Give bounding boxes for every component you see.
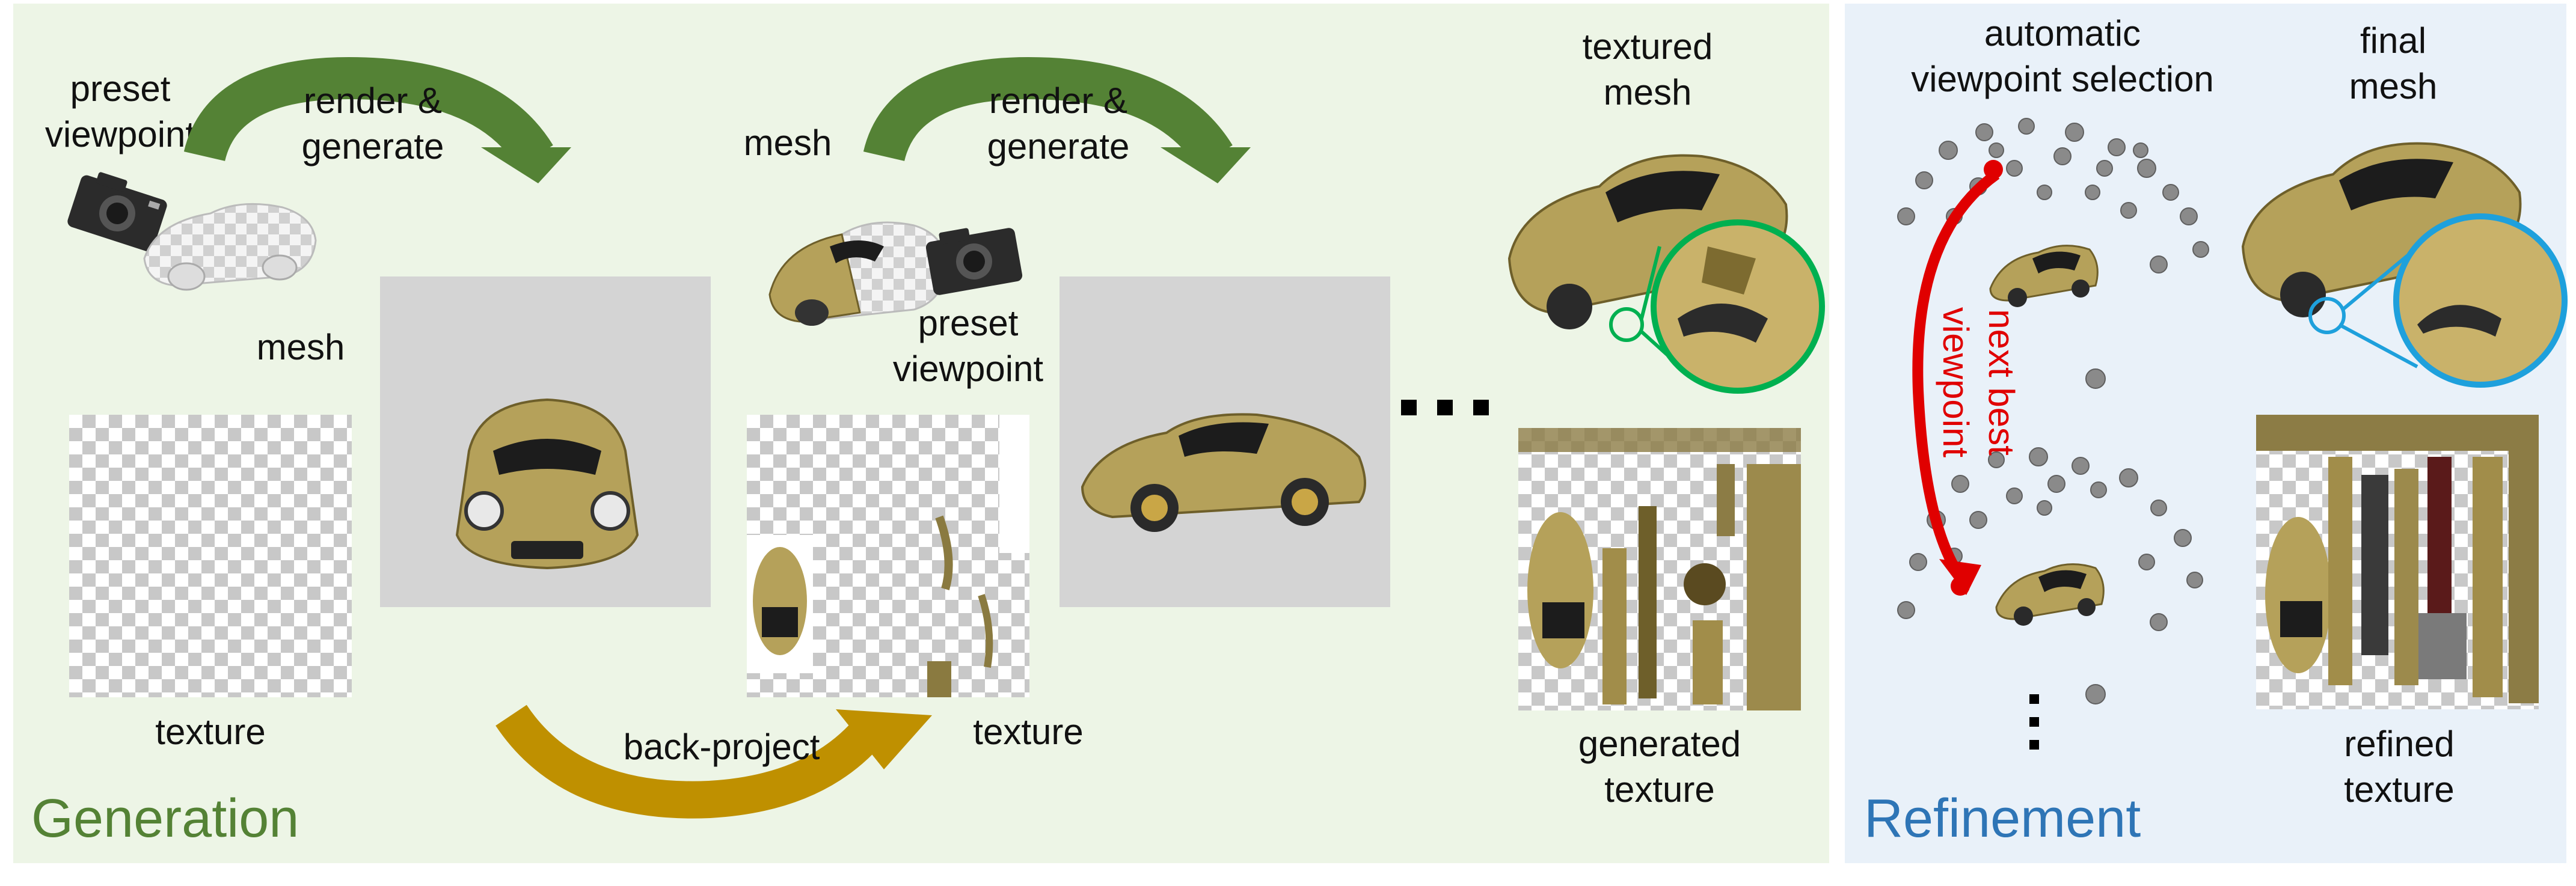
car-mesh-icon [143,203,317,291]
texture-label-2: texture [973,712,1084,752]
magnifier-small-refined [2308,297,2346,334]
render-generate-label-2: render & generate [987,81,1130,167]
back-project-label: back-project [623,727,820,767]
magnifier-large-refined [2393,213,2568,388]
generation-title: Generation [31,789,299,849]
preset-viewpoint-label-2: preset viewpoint [892,303,1044,389]
car-textured-icon-2 [1081,413,1366,532]
mesh-label-1: mesh [256,327,345,367]
next-best-viewpoint-label: next best viewpoint [1936,307,2022,458]
final-mesh-label: final mesh [2349,20,2438,106]
preset-viewpoint-label-1: preset viewpoint [44,69,196,154]
mesh-label-2: mesh [743,123,832,163]
next-best-viewpoint-arrow [1912,170,2000,595]
render-generate-arrow-2 [863,57,1251,183]
car-textured-icon [455,398,639,570]
camera-icon [67,172,167,252]
car-mesh-icon-2 [768,221,948,326]
car-small-top [1989,245,2099,307]
render-generate-label-1: render & generate [301,81,444,167]
refinement-title: Refinement [1864,789,2141,849]
textured-mesh-label: textured mesh [1582,26,1713,112]
texture-patches [747,415,1029,697]
viewpoint-spheres-top [1897,118,2209,389]
automatic-viewpoint-selection-label: automatic viewpoint selection [1911,13,2214,99]
continuation-dots [1401,400,1489,415]
vertical-dots [2029,694,2039,750]
generated-texture-patches [1518,428,1801,710]
refined-texture-label: refined texture [2344,724,2455,810]
camera-icon-2 [925,228,1023,295]
car-small-bottom [1995,563,2105,626]
textured-mesh-car [1507,154,1825,394]
render-generate-arrow-1 [183,57,571,183]
texture-label-1: texture [155,712,266,752]
empty-texture-1 [69,415,352,697]
magnifier-small [1609,307,1644,342]
generated-texture-label: generated texture [1578,724,1741,810]
refined-texture-patches [2256,415,2539,703]
back-project-arrow [495,704,932,819]
final-mesh-car [2241,142,2568,388]
